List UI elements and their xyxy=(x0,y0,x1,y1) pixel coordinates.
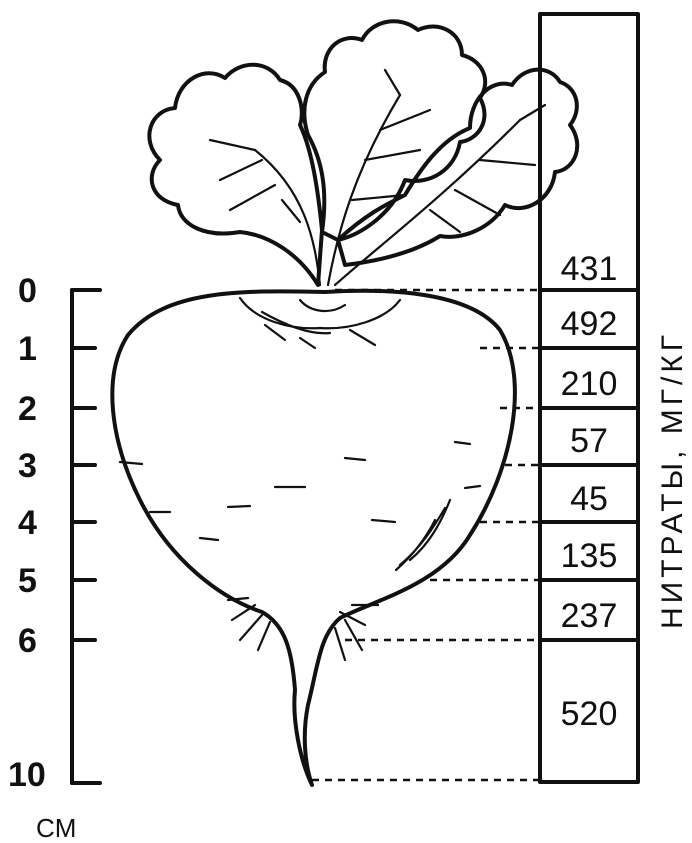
scale-unit: CM xyxy=(36,813,76,843)
scale-label-6: 6 xyxy=(18,622,37,660)
scale-label-3: 3 xyxy=(18,447,37,485)
column-title: НИТРАТЫ, МГ/КГ xyxy=(656,331,689,629)
beet-illustration xyxy=(112,21,577,785)
scale-label-5: 5 xyxy=(18,562,37,600)
nitrate-value: 45 xyxy=(570,480,608,518)
scale-label-2: 2 xyxy=(18,390,37,428)
scale-label-10: 10 xyxy=(8,756,46,794)
depth-scale: 0 1 2 3 4 5 6 10 CM xyxy=(8,272,100,843)
nitrate-value: 210 xyxy=(561,365,618,403)
nitrate-value: 520 xyxy=(561,695,618,733)
nitrate-value: 492 xyxy=(561,305,618,343)
beet-root-body xyxy=(112,291,515,785)
nitrate-value: 431 xyxy=(561,250,618,288)
scale-label-0: 0 xyxy=(18,272,37,310)
nitrate-column: 431 492 210 57 45 135 237 520 xyxy=(540,14,638,782)
nitrate-value: 57 xyxy=(570,422,608,460)
nitrate-value: 237 xyxy=(561,597,618,635)
scale-label-4: 4 xyxy=(18,504,37,542)
scale-label-1: 1 xyxy=(18,330,37,368)
nitrate-value: 135 xyxy=(561,537,618,575)
beet-leaves xyxy=(149,21,577,285)
